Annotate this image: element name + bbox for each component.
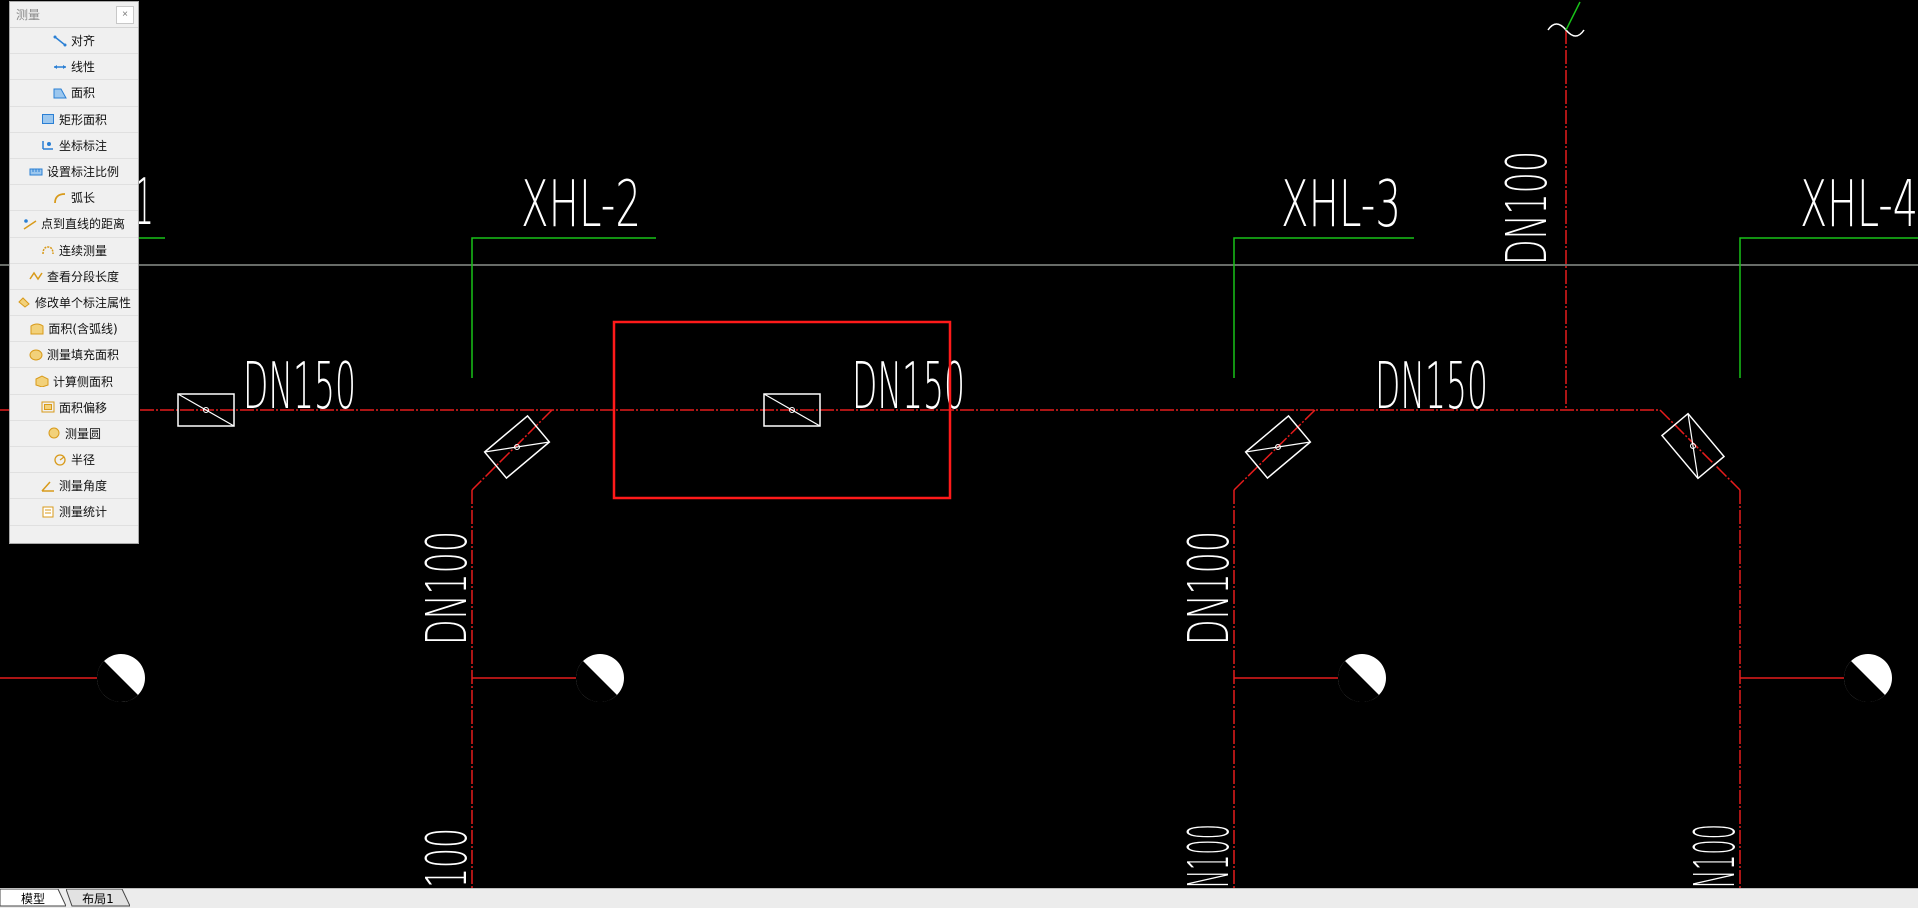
- label-dn100-branch-b: DN100: [1177, 531, 1242, 645]
- valve-selected[interactable]: [763, 393, 821, 427]
- measure-angle-icon: [41, 480, 55, 492]
- palette-item-label: 测量统计: [58, 505, 107, 520]
- palette-item[interactable]: 矩形面积: [10, 107, 138, 133]
- palette-item[interactable]: 面积: [10, 80, 138, 107]
- palette-item-label: 线性: [70, 60, 95, 75]
- palette-item[interactable]: 测量圆: [10, 421, 138, 447]
- label-dn100-bottom-b: N100: [1177, 824, 1242, 888]
- palette-item[interactable]: 面积(含弧线): [10, 316, 138, 343]
- arc-length-icon: [53, 192, 67, 204]
- label-xhl1-partial: 1: [134, 166, 154, 240]
- palette-item[interactable]: 面积偏移: [10, 395, 138, 421]
- selection-box[interactable]: [612, 320, 952, 500]
- measure-palette: 测量 × 对齐线性面积矩形面积坐标标注设置标注比例弧长点到直线的距离连续测量查看…: [9, 1, 139, 544]
- side-area-icon: [35, 375, 49, 388]
- dimension-scale-icon: [29, 166, 43, 178]
- palette-item-label: 测量填充面积: [46, 348, 119, 363]
- label-dn150-b: DN150: [852, 350, 965, 424]
- palette-item-label: 面积(含弧线): [48, 322, 118, 337]
- palette-item-label: 查看分段长度: [46, 269, 119, 284]
- close-icon[interactable]: ×: [116, 5, 134, 24]
- palette-item[interactable]: 连续测量: [10, 238, 138, 264]
- area-icon: [53, 87, 67, 99]
- linear-dimension-icon: [53, 61, 67, 73]
- valve-left[interactable]: [177, 393, 235, 427]
- arc-area-icon: [30, 323, 44, 335]
- sprinkler-head[interactable]: [575, 654, 624, 703]
- label-dn100-bottom-c: N100: [1683, 824, 1748, 888]
- palette-titlebar[interactable]: 测量 ×: [10, 2, 138, 28]
- palette-item[interactable]: 修改单个标注属性: [10, 290, 138, 317]
- palette-item-label: 测量角度: [58, 479, 107, 494]
- leader-xhl3: [1233, 237, 1414, 378]
- palette-item[interactable]: 测量填充面积: [10, 342, 138, 369]
- palette-item-label: 修改单个标注属性: [34, 295, 131, 310]
- drawing-canvas[interactable]: 1 XHL-2 XHL-3 XHL-4 DN100 DN150 DN150 DN…: [0, 0, 1918, 888]
- measure-statistics-icon: [41, 506, 55, 518]
- palette-item-label: 弧长: [70, 191, 95, 206]
- sprinkler-head[interactable]: [1843, 654, 1892, 703]
- sprinkler-head[interactable]: [96, 654, 145, 703]
- branch-b: [1233, 409, 1352, 888]
- label-dn100-branch-a: DN100: [415, 531, 480, 645]
- branch-a: [471, 409, 590, 888]
- palette-item[interactable]: 线性: [10, 54, 138, 81]
- label-dn150-c: DN150: [1375, 350, 1488, 424]
- layout-tab-bar: 模型 布局1: [0, 888, 1918, 908]
- tab-layout1[interactable]: 布局1: [66, 889, 130, 907]
- palette-item-label: 对齐: [70, 34, 95, 49]
- label-xhl4: XHL-4: [1800, 168, 1918, 242]
- coordinate-dimension-icon: [41, 139, 55, 151]
- palette-item-label: 坐标标注: [58, 138, 107, 153]
- point-to-line-distance-icon: [23, 218, 37, 230]
- palette-item-label: 计算侧面积: [52, 374, 113, 389]
- leader-xhl2: [471, 237, 656, 378]
- tab-model[interactable]: 模型: [0, 889, 66, 907]
- palette-item-label: 测量圆: [64, 426, 101, 441]
- continuous-measure-icon: [41, 244, 55, 256]
- palette-item-label: 面积偏移: [58, 400, 107, 415]
- palette-item[interactable]: 弧长: [10, 185, 138, 212]
- palette-item[interactable]: 设置标注比例: [10, 159, 138, 186]
- label-dn150-a: DN150: [243, 350, 356, 424]
- palette-item[interactable]: 查看分段长度: [10, 264, 138, 290]
- label-dn100-riser: DN100: [1495, 151, 1560, 265]
- palette-item[interactable]: 坐标标注: [10, 133, 138, 159]
- area-offset-icon: [41, 401, 55, 413]
- palette-item-label: 设置标注比例: [46, 165, 119, 180]
- palette-title: 测量: [16, 8, 41, 22]
- palette-item-label: 面积: [70, 86, 95, 101]
- sprinkler-head[interactable]: [1337, 654, 1386, 703]
- palette-item-label: 连续测量: [58, 243, 107, 258]
- hatch-area-icon: [29, 349, 43, 361]
- tab-layout1-label: 布局1: [82, 891, 114, 906]
- edit-dimension-property-icon: [17, 296, 31, 309]
- palette-items: 对齐线性面积矩形面积坐标标注设置标注比例弧长点到直线的距离连续测量查看分段长度修…: [10, 28, 138, 526]
- label-xhl2: XHL-2: [521, 168, 641, 242]
- palette-item[interactable]: 半径: [10, 447, 138, 474]
- palette-item[interactable]: 点到直线的距离: [10, 211, 138, 238]
- palette-item[interactable]: 对齐: [10, 28, 138, 55]
- branch-c: [1659, 409, 1848, 888]
- palette-item[interactable]: 计算侧面积: [10, 368, 138, 395]
- palette-item[interactable]: 测量角度: [10, 473, 138, 500]
- rectangle-area-icon: [41, 113, 55, 125]
- label-dn100-bottom-a: 100: [415, 828, 480, 888]
- radius-icon: [53, 453, 67, 466]
- leader-xhl4: [1739, 237, 1918, 378]
- break-tick: [1565, 1, 1581, 31]
- palette-item-label: 点到直线的距离: [40, 217, 125, 232]
- palette-item-label: 矩形面积: [58, 112, 107, 127]
- label-xhl3: XHL-3: [1281, 168, 1401, 242]
- aligned-dimension-icon: [53, 35, 67, 47]
- palette-item[interactable]: 测量统计: [10, 499, 138, 526]
- measure-circle-icon: [47, 427, 61, 439]
- palette-item-label: 半径: [70, 453, 95, 468]
- tab-model-label: 模型: [20, 891, 45, 906]
- segment-length-icon: [29, 270, 43, 282]
